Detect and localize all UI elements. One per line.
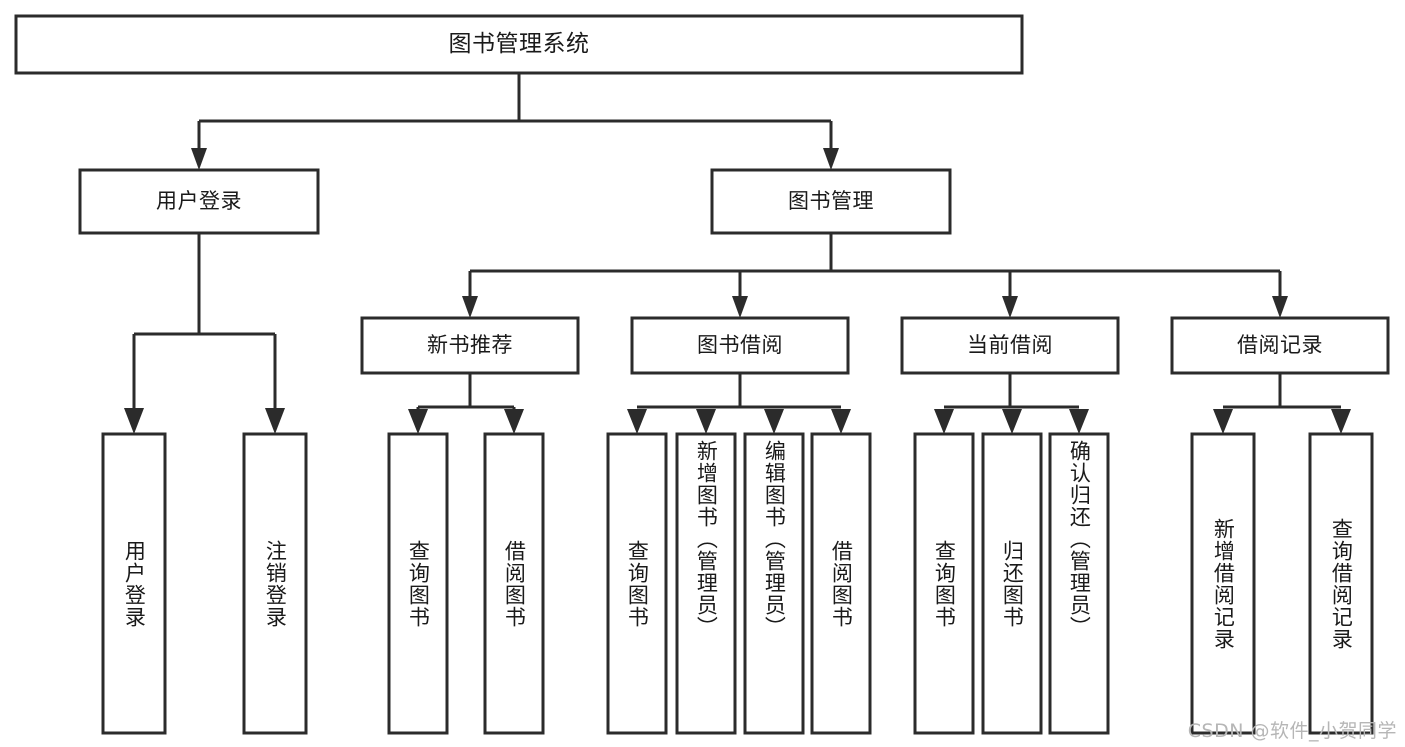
node-box-book-borrow[interactable] <box>630 316 850 375</box>
arrowhead-leaf-query-book-borrow <box>627 409 647 434</box>
node-box-book-manage[interactable] <box>710 168 952 235</box>
arrowhead-leaf-query-book-new <box>408 409 428 434</box>
arrowhead-leaf-borrow-book <box>831 409 851 434</box>
arrowhead-leaf-borrow-book-new <box>504 409 524 434</box>
node-box-leaf-borrow-book-new[interactable] <box>483 432 545 735</box>
node-box-user-login[interactable] <box>78 168 320 235</box>
arrowheads-book-manage <box>462 296 1288 318</box>
arrowhead-leaf-user-login <box>124 408 144 434</box>
node-box-leaf-return-book[interactable] <box>981 432 1043 735</box>
connector-group-new-book-rec <box>408 373 524 434</box>
arrowhead-book-manage <box>823 148 839 170</box>
arrowhead-leaf-query-book-current <box>934 409 954 434</box>
node-box-root[interactable] <box>14 14 1024 75</box>
arrowhead-current-borrow <box>1002 296 1018 318</box>
arrowheads-root <box>191 148 839 170</box>
node-box-current-borrow[interactable] <box>900 316 1120 375</box>
node-box-borrow-record[interactable] <box>1170 316 1390 375</box>
node-box-leaf-query-record[interactable] <box>1308 432 1374 735</box>
connector-group-book-manage <box>468 233 1282 300</box>
arrowhead-leaf-return-book <box>1002 409 1022 434</box>
arrowhead-leaf-edit-book <box>764 409 784 434</box>
arrowhead-borrow-record <box>1272 296 1288 318</box>
node-box-leaf-query-book-current[interactable] <box>913 432 975 735</box>
connector-group-borrow-record <box>1213 373 1351 434</box>
arrowhead-leaf-add-book <box>696 409 716 434</box>
connector-group-current-borrow <box>934 373 1089 434</box>
node-box-leaf-edit-book[interactable] <box>743 432 805 735</box>
arrowhead-new-book-rec <box>462 296 478 318</box>
node-box-leaf-borrow-book[interactable] <box>810 432 872 735</box>
node-box-new-book-rec[interactable] <box>360 316 580 375</box>
arrowhead-leaf-add-record <box>1213 409 1233 434</box>
arrowhead-book-borrow <box>732 296 748 318</box>
connector-group-book-borrow <box>627 373 851 434</box>
arrowhead-leaf-query-record <box>1331 409 1351 434</box>
node-box-leaf-confirm-return[interactable] <box>1048 432 1110 735</box>
connector-group-root <box>197 73 833 154</box>
arrowhead-user-login <box>191 148 207 170</box>
arrowhead-leaf-confirm-return <box>1069 409 1089 434</box>
node-box-leaf-logout[interactable] <box>242 432 308 735</box>
node-box-leaf-query-book-borrow[interactable] <box>606 432 668 735</box>
node-box-leaf-add-record[interactable] <box>1190 432 1256 735</box>
node-box-leaf-query-book-new[interactable] <box>387 432 449 735</box>
connector-group-user-login <box>124 233 285 434</box>
node-box-leaf-add-book[interactable] <box>675 432 737 735</box>
node-box-leaf-user-login[interactable] <box>101 432 167 735</box>
arrowhead-leaf-logout <box>265 408 285 434</box>
